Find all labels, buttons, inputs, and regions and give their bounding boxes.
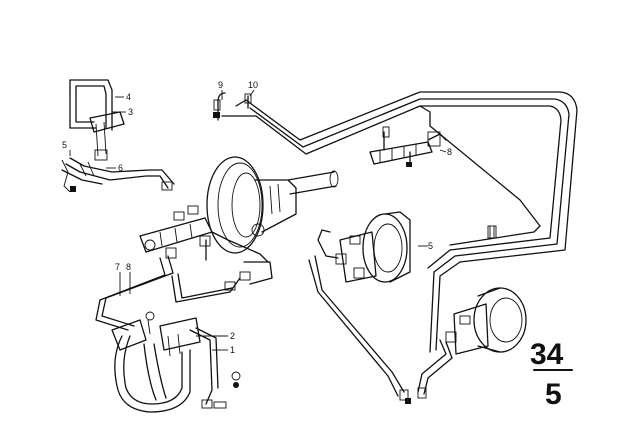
callout-numbers: 1 2 3 4 5 6 7 8 9 10 8 5 xyxy=(62,80,452,355)
callout-8-left: 8 xyxy=(126,262,131,272)
callout-10: 10 xyxy=(248,80,258,90)
callout-4: 4 xyxy=(126,92,131,102)
left-brake-lines xyxy=(95,255,241,331)
callout-3: 3 xyxy=(128,107,133,117)
small-clip xyxy=(487,225,497,239)
section-top: 34 xyxy=(530,338,564,371)
callout-8-right: 8 xyxy=(447,147,452,157)
brake-booster xyxy=(139,156,339,291)
callout-5-left: 5 xyxy=(62,140,67,150)
rear-brake-cylinder-right xyxy=(417,287,527,399)
fitting-10 xyxy=(244,93,252,104)
lower-left-clamp xyxy=(111,311,241,413)
fitting-9 xyxy=(213,99,221,118)
upper-left-bracket xyxy=(61,79,175,193)
brake-line-bundle xyxy=(217,91,578,353)
callout-7: 7 xyxy=(115,262,120,272)
distribution-block xyxy=(369,126,447,167)
callout-9: 9 xyxy=(218,80,223,90)
callout-6: 6 xyxy=(118,163,123,173)
rear-brake-cylinder-left xyxy=(308,211,411,404)
section-number: 34 5 xyxy=(530,338,573,411)
callout-leaders xyxy=(69,89,447,351)
section-bottom: 5 xyxy=(545,378,562,411)
callout-5-right: 5 xyxy=(428,241,433,251)
callout-2: 2 xyxy=(230,331,235,341)
callout-1: 1 xyxy=(230,345,235,355)
